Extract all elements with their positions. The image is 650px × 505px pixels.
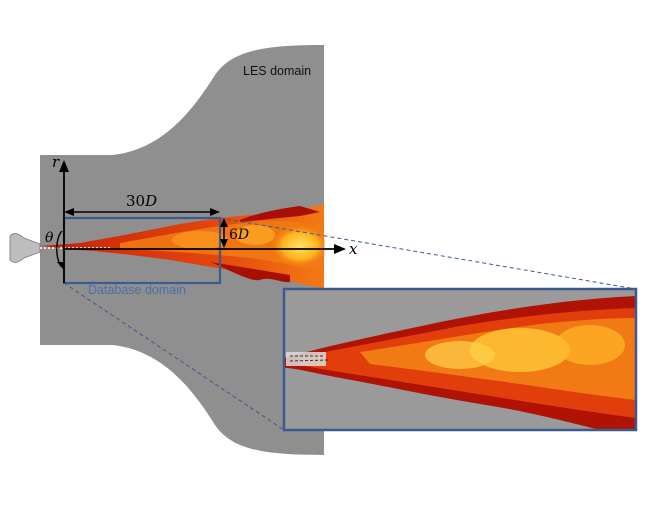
x-axis-arrowhead bbox=[334, 244, 346, 254]
dim-30d-arrowhead-right bbox=[210, 208, 220, 216]
dim-30d-label: 30D bbox=[126, 192, 157, 210]
axis-r-label: r bbox=[52, 153, 60, 171]
r-axis-arrowhead bbox=[59, 160, 69, 172]
nozzle-shape bbox=[9, 233, 41, 263]
dim-30d-arrowhead-left bbox=[64, 208, 74, 216]
zoom-line-bottom bbox=[63, 282, 285, 431]
inset-zoom-view bbox=[284, 289, 636, 430]
theta-label: θ bbox=[45, 230, 54, 246]
theta-arrowhead bbox=[57, 262, 64, 269]
dim-6d-arrowhead-top bbox=[220, 218, 228, 227]
dim-6d-arrowhead-bottom bbox=[220, 239, 228, 248]
inset-border bbox=[282, 287, 638, 432]
axis-x-label: x bbox=[349, 240, 358, 258]
database-domain-label: Database domain bbox=[88, 283, 186, 297]
zoom-line-top bbox=[219, 217, 637, 290]
dim-6d-label: 6D bbox=[229, 227, 249, 243]
les-domain-label: LES domain bbox=[243, 64, 311, 78]
main-jet-plume bbox=[40, 204, 325, 288]
